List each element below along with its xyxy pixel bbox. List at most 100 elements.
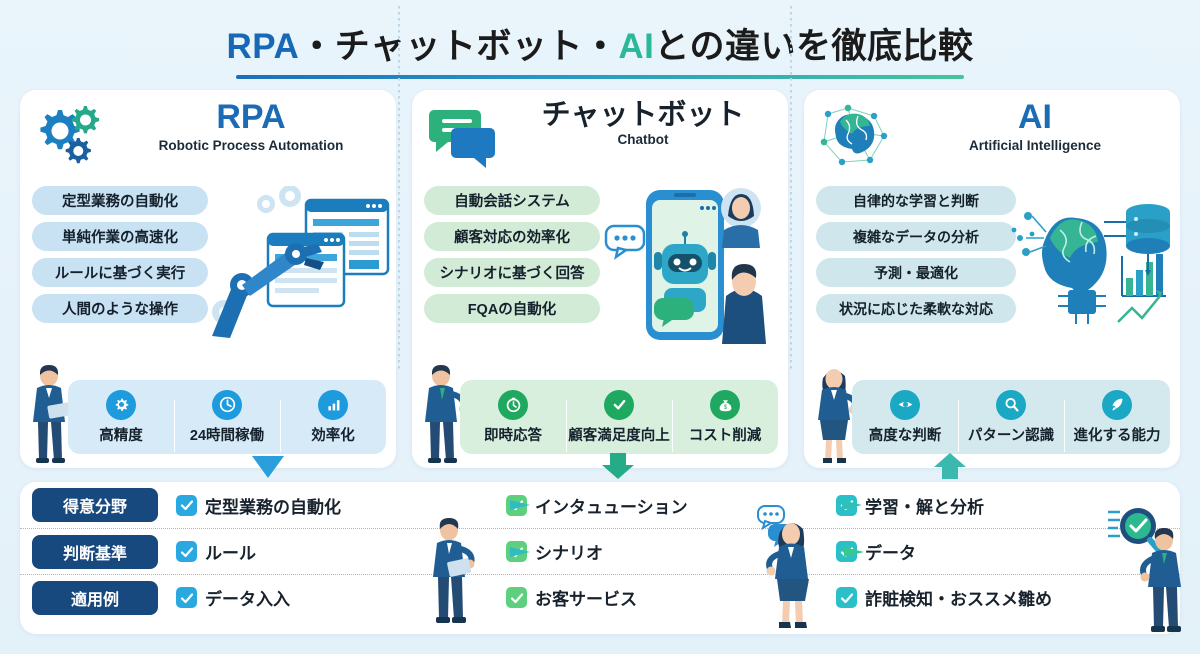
benefit-item: 高度な判断 <box>852 389 958 445</box>
row-label: 得意分野 <box>32 488 158 522</box>
feature-pill: シナリオに基づく回答 <box>424 258 600 287</box>
row-label: 適用例 <box>32 580 158 615</box>
cell-text: 学習・解と分析 <box>865 497 984 517</box>
feature-pill: FQAの自動化 <box>424 294 600 323</box>
stopwatch-icon <box>498 389 528 420</box>
benefit-label: 顧客満足度向上 <box>568 427 670 444</box>
comparison-table: 得意分野 定型業務の自動化 インタュューション 学習・解と分析 判断基準 ルール <box>20 482 1180 634</box>
flow-arrow-rpa-to-chatbot <box>406 500 530 510</box>
panel-ai-titles: AI Artificial Intelligence <box>900 98 1170 153</box>
panel-chatbot: チャットボット Chatbot 自動会話システム 顧客対応の効率化 シナリオに基… <box>412 90 788 468</box>
panel-divider <box>398 6 400 372</box>
page-header: RPA・チャットボット・AIとの違いを徹底比較 <box>0 0 1200 79</box>
benefit-label: 進化する能力 <box>1073 427 1161 444</box>
benefit-label: コスト削減 <box>688 427 762 444</box>
benefit-label: パターン認識 <box>967 427 1055 444</box>
cell-rpa: 定型業務の自動化 <box>176 493 506 518</box>
panel-ai-name: AI <box>1018 98 1052 136</box>
comparison-panels: RPA Robotic Process Automation 定型業務の自動化 … <box>20 90 1180 468</box>
panel-divider <box>790 6 792 372</box>
flow-arrow-chatbot-to-ai <box>586 547 864 557</box>
cell-text: お客サービス <box>535 590 637 609</box>
panel-rpa-subtitle: Robotic Process Automation <box>158 137 344 153</box>
businesswoman-illustration <box>818 369 858 463</box>
title-part-middle: ・チャットボット・ <box>299 27 619 66</box>
cell-text: シナリオ <box>535 544 603 563</box>
cell-text: 定型業務の自動化 <box>205 497 341 517</box>
panel-rpa: RPA Robotic Process Automation 定型業務の自動化 … <box>20 90 396 468</box>
benefit-item: $ コスト削減 <box>672 389 778 452</box>
table-row: 適用例 データ入入 お客サービス 詐賍検知・おススメ雛め <box>20 574 1180 620</box>
benefit-label: 高精度 <box>99 427 143 444</box>
benefit-item: 高精度 <box>68 389 174 445</box>
gears-icon <box>40 106 100 164</box>
panel-chatbot-titles: チャットボット Chatbot <box>508 99 778 148</box>
panel-ai-feature-list: 自律的な学習と判断 複雑なデータの分析 予測・最適化 状況に応じた柔軟な対応 <box>816 186 1016 330</box>
chatbot-down-arrow <box>602 453 634 479</box>
businessman-illustration <box>33 365 71 463</box>
panel-rpa-titles: RPA Robotic Process Automation <box>116 98 386 153</box>
benefit-item: 24時間稼働 <box>174 389 280 452</box>
businesswoman-illustration <box>757 505 809 628</box>
panel-ai-subtitle: Artificial Intelligence <box>968 137 1102 153</box>
check-icon <box>836 587 857 608</box>
row-label: 判断基準 <box>32 534 158 569</box>
feature-pill: 予測・最適化 <box>816 258 1016 287</box>
panel-chatbot-feature-list: 自動会話システム 顧客対応の効率化 シナリオに基づく回答 FQAの自動化 <box>424 186 600 330</box>
feature-pill: 自律的な学習と判断 <box>816 186 1016 215</box>
brain-network-icon <box>820 104 888 166</box>
cell-text: ルール <box>205 544 256 563</box>
feature-pill: 顧客対応の効率化 <box>424 222 600 251</box>
cell-chatbot: お客サービス <box>506 585 836 610</box>
chat-bubbles-icon <box>429 110 495 168</box>
table-row: 得意分野 定型業務の自動化 インタュューション 学習・解と分析 <box>20 482 1180 528</box>
check-icon <box>176 587 197 608</box>
money-bag-icon: $ <box>710 389 740 420</box>
benefit-label: 24時間稼働 <box>189 427 265 444</box>
panel-rpa-benefits: 高精度 24時間稼働 効率化 <box>68 380 386 454</box>
panel-rpa-name: RPA <box>216 98 286 136</box>
benefit-label: 効率化 <box>311 427 355 444</box>
benefit-item: 顧客満足度向上 <box>566 389 672 452</box>
cell-rpa: データ入入 <box>176 585 506 610</box>
feature-pill: 自動会話システム <box>424 186 600 215</box>
table-row: 判断基準 ルール シナリオ データ <box>20 528 1180 574</box>
cell-rpa: ルール <box>176 539 506 564</box>
cell-ai: 詐賍検知・おススメ雛め <box>836 585 1156 610</box>
panel-ai-benefits: 高度な判断 パターン認識 進化する能力 <box>852 380 1170 454</box>
panel-rpa-feature-list: 定型業務の自動化 単純作業の高速化 ルールに基づく実行 人間のような操作 <box>32 186 208 330</box>
benefit-label: 高度な判断 <box>868 427 942 444</box>
chatbot-phone-illustration <box>604 188 766 344</box>
check-icon <box>506 587 527 608</box>
magnifier-icon <box>996 389 1026 420</box>
title-underline <box>236 75 964 79</box>
panel-ai: AI Artificial Intelligence 自律的な学習と判断 複雑な… <box>804 90 1180 468</box>
gear-icon <box>106 389 136 420</box>
panel-chatbot-subtitle: Chatbot <box>617 132 669 148</box>
check-circle-icon <box>604 389 634 420</box>
cell-text: 詐賍検知・おススメ雛め <box>865 590 1052 609</box>
benefit-item: 即時応答 <box>460 389 566 445</box>
feature-pill: 定型業務の自動化 <box>32 186 208 215</box>
panel-chatbot-header: チャットボット Chatbot <box>412 90 788 182</box>
benefit-item: 進化する能力 <box>1064 389 1170 452</box>
title-part-ai: AI <box>618 27 655 66</box>
eye-icon <box>890 389 920 420</box>
ai-brain-data-illustration <box>1011 204 1170 324</box>
title-part-rpa: RPA <box>226 27 300 66</box>
check-icon <box>176 494 197 516</box>
feature-pill: 人間のような操作 <box>32 294 208 323</box>
panel-rpa-header: RPA Robotic Process Automation <box>20 90 396 182</box>
panel-chatbot-benefits: 即時応答 顧客満足度向上 $ コスト削減 <box>460 380 778 454</box>
page-title: RPA・チャットボット・AIとの違いを徹底比較 <box>226 18 973 69</box>
panel-chatbot-name: チャットボット <box>541 99 745 131</box>
feature-pill: ルールに基づく実行 <box>32 258 208 287</box>
cell-text: インタュューション <box>535 497 688 517</box>
feature-pill: 単純作業の高速化 <box>32 222 208 251</box>
rpa-robot-arm-illustration <box>212 186 390 338</box>
feature-pill: 複雑なデータの分析 <box>816 222 1016 251</box>
rocket-icon <box>1102 389 1132 420</box>
feature-pill: 状況に応じた柔軟な対応 <box>816 294 1016 323</box>
svg-text:$: $ <box>723 405 727 411</box>
flow-arrow-rpa-to-chatbot <box>252 547 530 557</box>
